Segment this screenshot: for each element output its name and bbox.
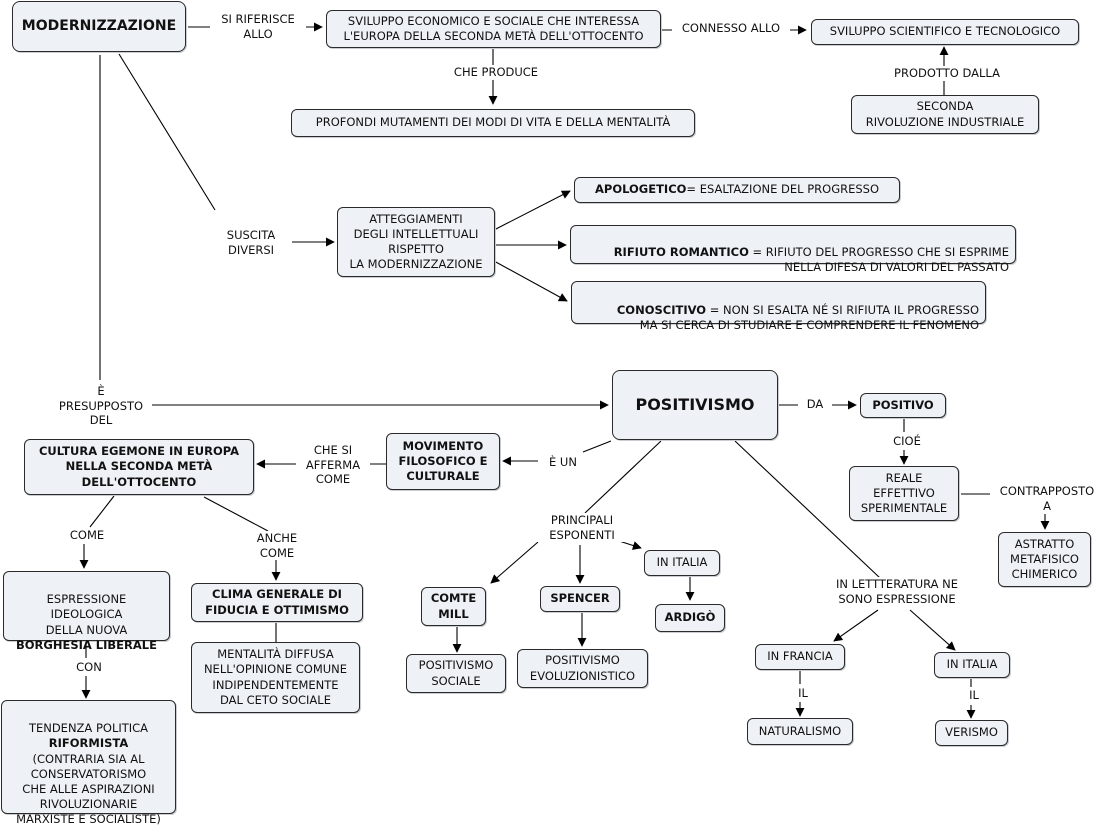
edge-lett-francia: [833, 609, 879, 642]
node-movimento: MOVIMENTO FILOSOFICO E CULTURALE: [386, 433, 500, 490]
node-cultura-egemone: CULTURA EGEMONE IN EUROPA NELLA SECONDA …: [24, 439, 254, 495]
link-in-letteratura: IN LETTTERATURA NE SONO ESPRESSIONE: [818, 577, 976, 607]
node-sviluppo-economico: SVILUPPO ECONOMICO E SOCIALE CHE INTERES…: [326, 10, 661, 48]
node-comte-mill: COMTE MILL: [421, 587, 486, 626]
espressione-key: BORGHESIA LIBERALE: [16, 637, 157, 652]
link-prodotto: PRODOTTO DALLA: [880, 66, 1014, 81]
link-presupposto: È PRESUPPOSTO DEL: [50, 384, 152, 429]
node-conoscitivo: CONOSCITIVO = NON SI ESALTA NÉ SI RIFIUT…: [571, 281, 986, 332]
edge-lett-italia: [909, 609, 956, 651]
node-astratto: ASTRATTO METAFISICO CHIMERICO: [998, 532, 1091, 587]
node-naturalismo: NATURALISMO: [747, 718, 853, 745]
link-che-produce: CHE PRODUCE: [440, 65, 552, 80]
edge-pos-princ: [584, 440, 662, 514]
node-apologetico: APOLOGETICO = ESALTAZIONE DEL PROGRESSO: [574, 177, 900, 203]
link-cioe: CIOÉ: [878, 434, 936, 449]
node-mentalita: MENTALITÀ DIFFUSA NELL'OPINIONE COMUNE I…: [191, 642, 360, 713]
tendenza-pre: TENDENZA POLITICA: [28, 721, 149, 736]
link-si-riferisce: SI RIFERISCE ALLO: [210, 12, 306, 42]
edge-mod-att: [118, 53, 216, 211]
node-in-italia-verismo: IN ITALIA: [934, 652, 1010, 678]
tendenza-post: (CONTRARIA SIA AL CONSERVATORISMO CHE AL…: [16, 751, 161, 827]
edge-princ-comte: [490, 541, 539, 584]
romantico-text: = RIFIUTO DEL PROGRESSO CHE SI ESPRIME N…: [752, 245, 1010, 275]
node-verismo: VERISMO: [935, 720, 1008, 746]
link-il-italia: IL: [959, 688, 989, 703]
link-suscita: SUSCITA DIVERSI: [210, 228, 292, 258]
link-contrapposto: CONTRAPPOSTO A: [990, 484, 1098, 514]
node-in-italia-ardigo: IN ITALIA: [644, 550, 720, 576]
node-seconda-rivoluzione: SECONDA RIVOLUZIONE INDUSTRIALE: [851, 95, 1039, 134]
conoscitivo-text: = NON SI ESALTA NÉ SI RIFIUTA IL PROGRES…: [639, 303, 979, 333]
link-come: COME: [56, 528, 118, 543]
node-sviluppo-scientifico: SVILUPPO SCIENTIFICO E TECNOLOGICO: [811, 19, 1079, 45]
node-positivismo-sociale: POSITIVISMO SOCIALE: [406, 654, 506, 693]
node-positivismo: POSITIVISMO: [612, 370, 778, 440]
node-atteggiamenti: ATTEGGIAMENTI DEGLI INTELLETTUALI RISPET…: [337, 207, 495, 277]
node-positivo: POSITIVO: [860, 393, 946, 418]
edge-pos-eun: [582, 440, 612, 453]
link-connesso: CONNESSO ALLO: [672, 21, 790, 36]
node-reale: REALE EFFETTIVO SPERIMENTALE: [849, 466, 959, 521]
tendenza-key: RIFORMISTA: [48, 736, 129, 751]
link-anche-come: ANCHE COME: [240, 531, 314, 561]
link-principali: PRINCIPALI ESPONENTI: [532, 513, 632, 543]
edge-cult-come: [89, 495, 115, 528]
link-e-un: È UN: [538, 455, 588, 470]
node-ardigo: ARDIGÒ: [655, 604, 725, 632]
link-che-si-afferma: CHE SI AFFERMA COME: [296, 443, 370, 488]
node-modernizzazione: MODERNIZZAZIONE: [12, 1, 186, 52]
node-rifiuto-romantico: RIFIUTO ROMANTICO = RIFIUTO DEL PROGRESS…: [570, 225, 1016, 274]
edge-pos-lett: [734, 440, 881, 579]
node-espressione: ESPRESSIONE IDEOLOGICA DELLA NUOVA BORGH…: [3, 571, 170, 652]
espressione-text: ESPRESSIONE IDEOLOGICA DELLA NUOVA: [45, 592, 128, 637]
node-mutamenti: PROFONDI MUTAMENTI DEI MODI DI VITA E DE…: [291, 109, 695, 137]
edge-cult-anche: [203, 496, 269, 532]
apologetico-text: = ESALTAZIONE DEL PROGRESSO: [686, 182, 880, 197]
node-in-francia: IN FRANCIA: [755, 644, 845, 670]
romantico-key: RIFIUTO ROMANTICO: [613, 245, 749, 260]
node-spencer: SPENCER: [540, 586, 620, 612]
link-con: CON: [66, 660, 112, 675]
apologetico-key: APOLOGETICO: [594, 182, 687, 197]
link-da: DA: [798, 397, 832, 412]
node-tendenza: TENDENZA POLITICA RIFORMISTA (CONTRARIA …: [1, 700, 176, 826]
link-il-francia: IL: [788, 686, 818, 701]
edge-att-apol: [493, 190, 571, 231]
conoscitivo-key: CONOSCITIVO: [616, 303, 707, 318]
node-clima: CLIMA GENERALE DI FIDUCIA E OTTIMISMO: [191, 583, 363, 622]
edge-att-con: [493, 260, 568, 302]
node-positivismo-evoluzionistico: POSITIVISMO EVOLUZIONISTICO: [517, 649, 648, 688]
